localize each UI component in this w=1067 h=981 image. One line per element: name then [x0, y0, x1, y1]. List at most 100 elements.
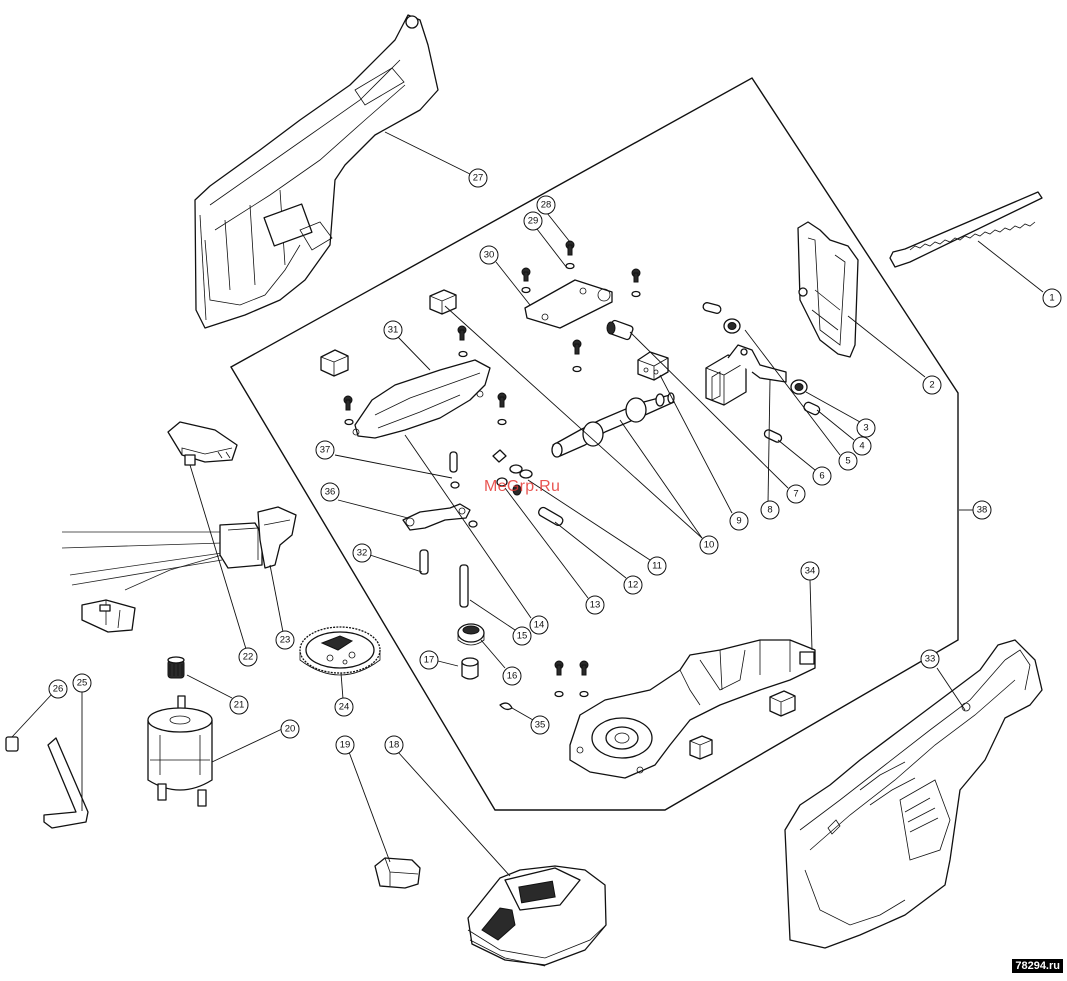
callout-26: 26 [48, 679, 68, 699]
svg-text:4: 4 [859, 441, 864, 452]
link-arm [402, 503, 471, 531]
screw [457, 325, 468, 358]
callout-23: 23 [275, 630, 295, 650]
svg-text:26: 26 [53, 684, 64, 695]
callout-19: 19 [335, 735, 355, 755]
trigger-lock [167, 421, 238, 466]
svg-text:29: 29 [528, 216, 539, 227]
svg-text:30: 30 [484, 250, 495, 261]
svg-text:24: 24 [339, 702, 350, 713]
svg-text:5: 5 [845, 456, 850, 467]
screw [572, 339, 582, 373]
svg-text:18: 18 [389, 740, 400, 751]
screw [521, 267, 531, 294]
callout-36: 36 [320, 482, 340, 502]
watermark-text: MeGrp.Ru [484, 478, 561, 495]
callout-10: 10 [699, 535, 719, 555]
guide-block [637, 351, 669, 381]
callout-32: 32 [352, 543, 372, 563]
callout-25: 25 [72, 673, 92, 693]
svg-text:7: 7 [793, 489, 798, 500]
svg-text:8: 8 [767, 505, 772, 516]
felt-blocks [320, 289, 796, 760]
callout-20: 20 [280, 719, 300, 739]
pin-32 [419, 549, 429, 575]
motor-pinion [167, 656, 185, 679]
svg-text:13: 13 [590, 600, 601, 611]
bearing [457, 623, 485, 646]
callout-9: 9 [729, 511, 749, 531]
callout-1: 1 [1042, 288, 1062, 308]
svg-text:31: 31 [388, 325, 399, 336]
svg-text:21: 21 [234, 700, 245, 711]
svg-text:20: 20 [285, 724, 296, 735]
svg-text:15: 15 [517, 631, 528, 642]
left-housing-half [194, 14, 439, 329]
small-plug [5, 736, 19, 752]
screw [579, 660, 589, 698]
callout-11: 11 [647, 556, 667, 576]
assembly-boundary [230, 77, 959, 811]
svg-text:37: 37 [320, 445, 331, 456]
svg-text:1: 1 [1049, 293, 1054, 304]
callout-4: 4 [852, 436, 872, 456]
screw [343, 395, 354, 426]
svg-text:34: 34 [805, 566, 816, 577]
screw [554, 660, 564, 698]
callout-12: 12 [623, 575, 643, 595]
plunger-bracket [705, 344, 787, 406]
screw [631, 268, 641, 298]
callout-33: 33 [920, 649, 940, 669]
svg-text:19: 19 [340, 740, 351, 751]
svg-text:12: 12 [628, 580, 639, 591]
retaining-clip [499, 702, 513, 711]
callout-15: 15 [512, 626, 532, 646]
main-gear [299, 626, 381, 676]
callout-6: 6 [812, 466, 832, 486]
callout-38: 38 [972, 500, 992, 520]
callout-37: 37 [315, 440, 335, 460]
callout-34: 34 [800, 561, 820, 581]
callout-14: 14 [529, 615, 549, 635]
callout-18: 18 [384, 735, 404, 755]
screw-set [343, 240, 641, 698]
pin-37 [449, 451, 458, 473]
callout-27: 27 [468, 168, 488, 188]
pin-15 [459, 564, 469, 608]
washer-small [468, 520, 478, 528]
callout-5: 5 [838, 451, 858, 471]
svg-text:35: 35 [535, 720, 546, 731]
svg-text:14: 14 [534, 620, 545, 631]
callout-7: 7 [786, 484, 806, 504]
callout-3: 3 [856, 418, 876, 438]
screw [497, 392, 507, 426]
callout-8: 8 [760, 500, 780, 520]
callout-31: 31 [383, 320, 403, 340]
svg-text:25: 25 [77, 678, 88, 689]
washer-37 [450, 481, 460, 489]
svg-text:2: 2 [929, 380, 934, 391]
reciprocating-shaft [551, 392, 675, 458]
svg-text:28: 28 [541, 200, 552, 211]
svg-text:17: 17 [424, 655, 435, 666]
svg-text:23: 23 [280, 635, 291, 646]
svg-text:16: 16 [507, 671, 518, 682]
battery-pack [467, 865, 607, 967]
leader-lines [11, 131, 1044, 877]
svg-text:10: 10 [704, 540, 715, 551]
battery-clip [374, 857, 421, 889]
site-label: 78294.ru [1012, 959, 1063, 973]
callout-21: 21 [229, 695, 249, 715]
cover-plate [524, 279, 613, 329]
callout-2: 2 [922, 375, 942, 395]
svg-text:32: 32 [357, 548, 368, 559]
hex-key [43, 737, 89, 829]
callout-28: 28 [536, 195, 556, 215]
callout-16: 16 [502, 666, 522, 686]
callout-17: 17 [419, 650, 439, 670]
callout-13: 13 [585, 595, 605, 615]
callout-22: 22 [238, 647, 258, 667]
pin-12 [538, 506, 564, 527]
